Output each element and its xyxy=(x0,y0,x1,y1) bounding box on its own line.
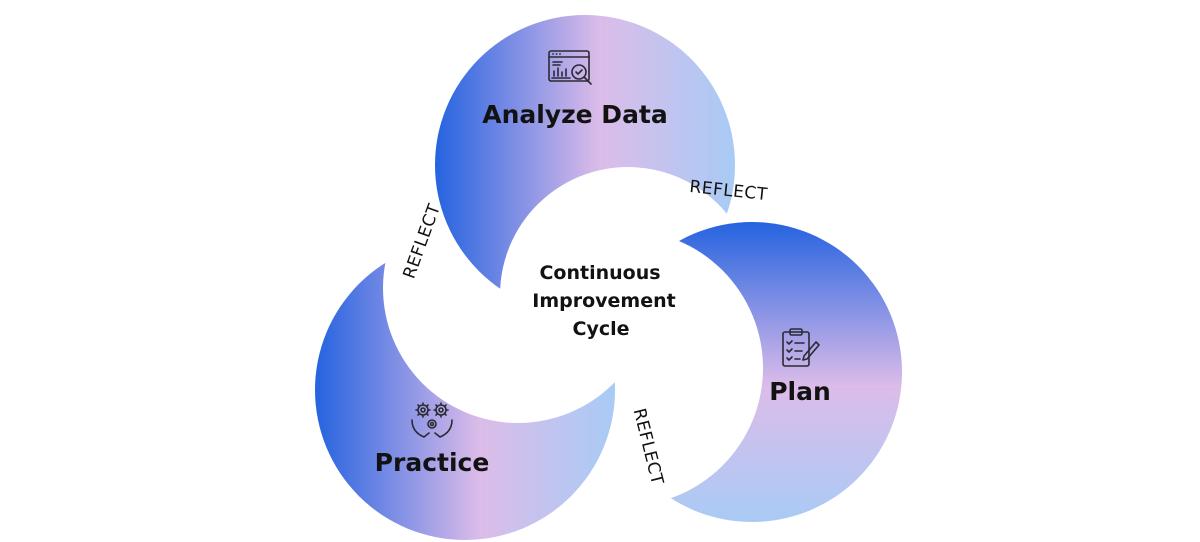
hands-gears-icon xyxy=(411,402,453,438)
stage-plan-crescent xyxy=(602,222,902,522)
stage-practice-crescent xyxy=(315,240,615,540)
stage-analyze-data xyxy=(435,15,735,315)
stage-analyze-data-crescent xyxy=(435,15,735,315)
data-analysis-icon xyxy=(548,50,592,85)
stage-practice xyxy=(315,240,615,540)
center-title-line-2: Improvement xyxy=(532,290,675,312)
center-title-line-1: Continuous xyxy=(539,262,660,284)
stage-practice-label: Practice xyxy=(375,448,490,477)
stage-analyze-data-label: Analyze Data xyxy=(482,100,668,129)
stage-plan xyxy=(602,222,902,522)
clipboard-checklist-icon xyxy=(782,328,820,367)
stage-plan-label: Plan xyxy=(769,377,831,406)
center-title: Continuous Improvement Cycle xyxy=(532,262,675,340)
center-title-line-3: Cycle xyxy=(573,318,630,340)
